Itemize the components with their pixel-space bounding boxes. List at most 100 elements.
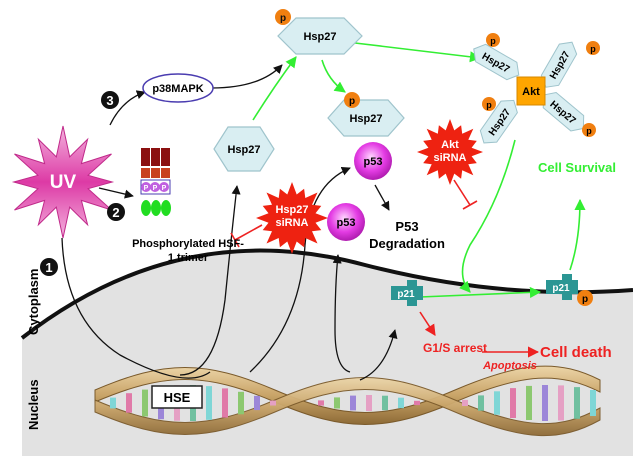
arrow-phospho-p21-to-survival — [569, 198, 586, 271]
akt-hsp27-complex: Hsp27 Hsp27 Hsp27 Hsp27 Akt p p p p — [473, 33, 600, 144]
dna-base-pair — [142, 389, 148, 417]
p21-phospho-node — [546, 274, 578, 300]
svg-text:1: 1 — [45, 260, 52, 275]
phospho-marker-label: p — [349, 96, 355, 107]
phospho-marker-icon — [344, 92, 360, 108]
p38mapk-label: p38MAPK — [152, 83, 203, 95]
dna-base-pair — [254, 395, 260, 411]
p53-degradation-line2: Degradation — [369, 236, 445, 251]
dna-base-pair — [366, 395, 372, 411]
hsp27-phospho-label: Hsp27 — [303, 31, 336, 43]
p21-label: p21 — [397, 289, 415, 300]
dna-helix — [94, 365, 601, 437]
dna-base-pair — [334, 397, 340, 409]
akt-label: Akt — [522, 86, 540, 98]
phospho-marker-label: p — [582, 294, 588, 305]
akt-node — [516, 76, 546, 106]
dna-base-pair — [398, 397, 404, 409]
p53-complex-label: p53 — [364, 156, 383, 168]
hsp27-p53-complex-hex — [327, 99, 405, 137]
p21-node — [391, 280, 423, 306]
svg-text:3: 3 — [106, 93, 113, 108]
hse-label: HSE — [164, 390, 191, 405]
svg-text:P: P — [162, 185, 167, 192]
dna-base-pair — [574, 387, 580, 419]
arrow-phospho-hsp27-to-p53-complex — [321, 59, 346, 93]
inhibit-hsp27-sirna — [234, 224, 263, 241]
arrow-nucleus-to-p53-free — [332, 254, 351, 373]
akt-sirna-line2: siRNA — [433, 152, 466, 164]
dna-base-pair — [382, 395, 388, 411]
step-2-badge: 2 — [107, 203, 125, 221]
arrow-p38mapk-to-hsp27 — [211, 64, 283, 89]
hsp27-phospho-node — [277, 17, 363, 55]
p53-degradation-line1: P53 — [395, 219, 418, 234]
phospho-marker-label: p — [280, 13, 286, 24]
arrow-nucleus-to-p21 — [359, 329, 398, 381]
p21-phospho-label: p21 — [552, 283, 570, 294]
dna-base-pair — [238, 391, 244, 415]
dna-base-pair — [350, 395, 356, 411]
dna-base-pair — [510, 388, 516, 418]
cell-survival-label: Cell Survival — [538, 160, 616, 175]
arrow-uv-to-p38mapk — [109, 90, 146, 126]
hsp27-free-node — [213, 126, 275, 172]
arrow-p21-to-arrest — [419, 311, 436, 336]
p38mapk-node — [142, 73, 214, 103]
inhibit-akt-sirna — [453, 179, 471, 206]
arrow-p53-to-degradation — [374, 184, 390, 211]
hsf-trimer-label-line2: 1 trimer — [168, 252, 209, 264]
arrow-nucleus-to-p53 — [249, 167, 351, 373]
arrow-akt-to-p21 — [459, 139, 516, 293]
hsp27-sirna-line2: siRNA — [275, 217, 308, 229]
svg-text:2: 2 — [112, 205, 119, 220]
dna-base-pair — [222, 388, 228, 418]
akt-sirna-line1: Akt — [441, 139, 459, 151]
svg-text:p: p — [486, 100, 492, 110]
p53-complex-node — [354, 142, 392, 180]
dna-base-pair — [558, 385, 564, 421]
dna-base-pair — [414, 400, 420, 406]
akt-sirna-burst — [417, 119, 483, 185]
nuclear-membrane — [20, 248, 633, 340]
p53-free-label: p53 — [337, 217, 356, 229]
g1s-arrest-label: G1/S arrest — [423, 341, 487, 355]
arrow-uv-to-hsf — [98, 187, 134, 199]
dna-base-pair — [590, 390, 596, 416]
arrow-nucleus-to-hsp27 — [179, 185, 241, 376]
uv-stimulus — [11, 125, 115, 239]
dna-base-pair — [494, 391, 500, 415]
step-1-badge: 1 — [40, 258, 58, 276]
dna-base-pair — [270, 400, 276, 406]
apoptosis-label: Apoptosis — [482, 360, 537, 372]
phospho-marker-icon — [275, 9, 291, 25]
svg-text:P: P — [153, 185, 158, 192]
arrow-hsp27-to-phospho-hsp27 — [252, 56, 297, 121]
svg-text:P: P — [144, 185, 149, 192]
dna-base-pair — [478, 395, 484, 411]
dna-base-pair — [462, 399, 468, 406]
svg-text:p: p — [490, 36, 496, 46]
svg-text:p: p — [590, 44, 596, 54]
dna-base-pair — [542, 385, 548, 421]
arrow-phospho-hsp27-to-akt-complex — [354, 42, 482, 63]
dna-base-pair — [126, 393, 132, 413]
hsp27-sirna-burst — [256, 182, 328, 254]
hsf1-trimer-icon: P P P — [140, 148, 171, 216]
cytoplasm-label: Cytoplasm — [26, 269, 41, 335]
phospho-marker-icon — [577, 290, 593, 306]
hsp27-free-label: Hsp27 — [227, 144, 260, 156]
dna-base-pair — [206, 386, 212, 420]
step-3-badge: 3 — [101, 91, 119, 109]
nucleus-label: Nucleus — [26, 379, 41, 430]
p53-free-node — [327, 203, 365, 241]
svg-text:p: p — [586, 126, 592, 136]
cell-death-label: Cell death — [540, 344, 612, 361]
hsp27-sirna-line1: Hsp27 — [275, 204, 308, 216]
dna-base-pair — [318, 400, 324, 406]
arrow-p21-to-phospho-p21 — [419, 286, 542, 299]
dna-base-pair — [110, 397, 116, 409]
hsf-trimer-label-line1: Phosphorylated HSF- — [132, 238, 244, 250]
dna-base-pair — [526, 385, 532, 420]
